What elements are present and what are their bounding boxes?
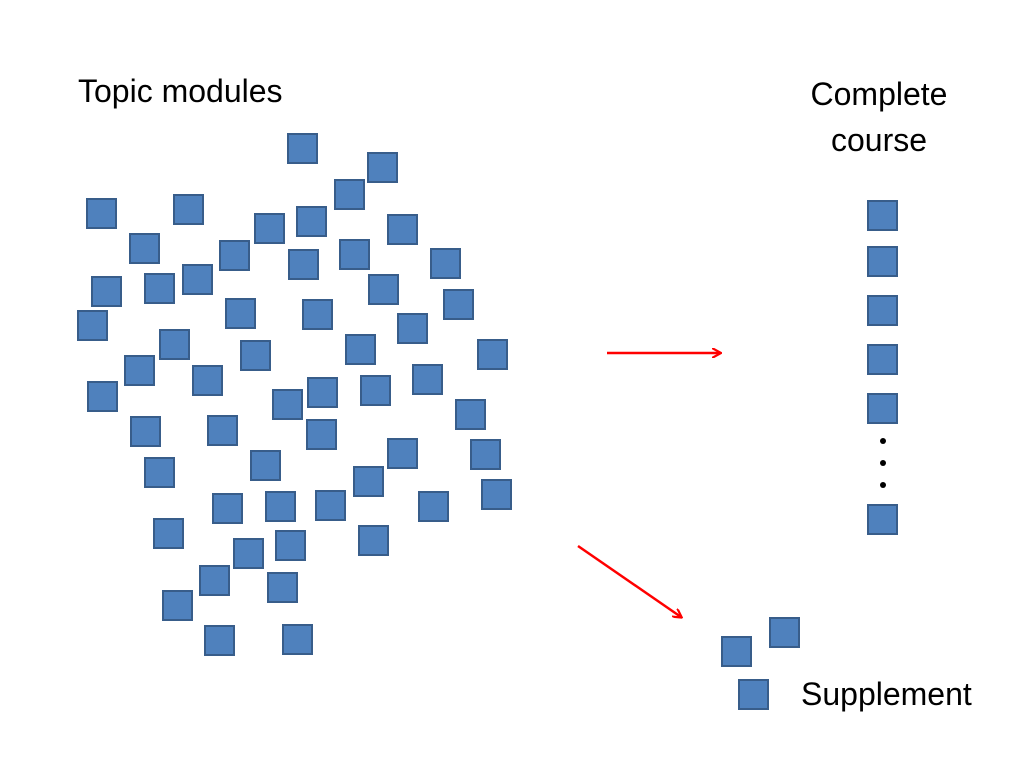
complete-course-label: Complete course: [790, 71, 968, 163]
complete-course-label-line2: course: [830, 122, 928, 158]
ellipsis-dot: [880, 482, 886, 488]
topic-module: [360, 375, 391, 406]
ellipsis-dot: [880, 460, 886, 466]
topic-module: [86, 198, 117, 229]
topic-module: [254, 213, 285, 244]
topic-module: [240, 340, 271, 371]
course-module: [867, 393, 898, 424]
topic-module: [182, 264, 213, 295]
topic-module: [315, 490, 346, 521]
supplement-module: [738, 679, 769, 710]
topic-module: [282, 624, 313, 655]
topic-module: [265, 491, 296, 522]
topic-module: [307, 377, 338, 408]
topic-module: [358, 525, 389, 556]
topic-module: [162, 590, 193, 621]
topic-module: [368, 274, 399, 305]
topic-module: [387, 214, 418, 245]
topic-module: [153, 518, 184, 549]
topic-module: [287, 133, 318, 164]
supplement-label: Supplement: [801, 676, 972, 712]
topic-module: [144, 457, 175, 488]
topic-module: [130, 416, 161, 447]
topic-module: [288, 249, 319, 280]
course-module: [867, 200, 898, 231]
topic-module: [199, 565, 230, 596]
topic-module: [353, 466, 384, 497]
topic-module: [204, 625, 235, 656]
topic-module: [345, 334, 376, 365]
topic-module: [159, 329, 190, 360]
topic-module: [129, 233, 160, 264]
course-module: [867, 295, 898, 326]
supplement-module: [721, 636, 752, 667]
topic-module: [339, 239, 370, 270]
topic-module: [219, 240, 250, 271]
topic-module: [207, 415, 238, 446]
topic-module: [296, 206, 327, 237]
topic-module: [192, 365, 223, 396]
topic-module: [272, 389, 303, 420]
course-ellipsis: [880, 438, 886, 488]
topic-module: [470, 439, 501, 470]
complete-course-label-line1: Complete: [810, 76, 948, 112]
topic-module: [481, 479, 512, 510]
topic-module: [397, 313, 428, 344]
ellipsis-dot: [880, 438, 886, 444]
topic-modules-label: Topic modules: [78, 73, 283, 109]
topic-module: [250, 450, 281, 481]
topic-module: [212, 493, 243, 524]
course-module: [867, 504, 898, 535]
complete-course-column: [867, 200, 898, 535]
arrow-to-supplement: [577, 544, 681, 617]
topic-modules-cluster: [77, 133, 512, 656]
topic-module: [144, 273, 175, 304]
course-module: [867, 246, 898, 277]
topic-module: [91, 276, 122, 307]
topic-module: [275, 530, 306, 561]
topic-module: [443, 289, 474, 320]
topic-module: [334, 179, 365, 210]
topic-module: [87, 381, 118, 412]
topic-module: [387, 438, 418, 469]
topic-module: [367, 152, 398, 183]
topic-module: [418, 491, 449, 522]
topic-module: [233, 538, 264, 569]
topic-module: [306, 419, 337, 450]
supplement-modules: [721, 617, 800, 710]
topic-module: [412, 364, 443, 395]
course-module: [867, 344, 898, 375]
topic-module: [302, 299, 333, 330]
topic-module: [225, 298, 256, 329]
topic-module: [77, 310, 108, 341]
topic-module: [124, 355, 155, 386]
supplement-module: [769, 617, 800, 648]
topic-module: [430, 248, 461, 279]
topic-module: [455, 399, 486, 430]
topic-module: [173, 194, 204, 225]
topic-module: [267, 572, 298, 603]
topic-module: [477, 339, 508, 370]
